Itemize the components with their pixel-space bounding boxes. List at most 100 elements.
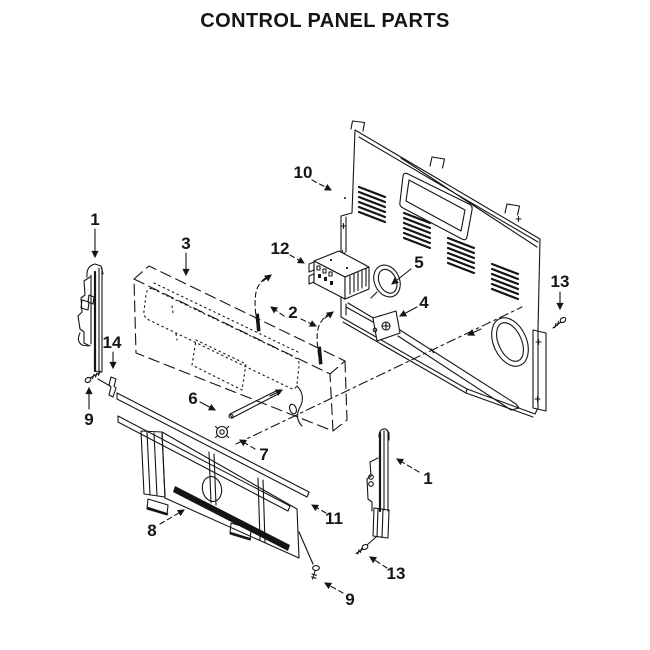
callout-part-12-3: 12: [271, 239, 290, 258]
diagram-title: CONTROL PANEL PARTS: [200, 10, 450, 32]
control-mounting-tabs: [308, 261, 315, 285]
screw-shaft: [355, 547, 364, 555]
callout-part-14-8: 14: [103, 333, 122, 352]
control-panel-part-3: [133, 265, 348, 432]
rail-upper-strip: [116, 392, 310, 498]
nut-part-7: [214, 425, 230, 439]
leader-part-6: [199, 401, 216, 411]
vent-louvers-2: [402, 211, 432, 250]
lens-outer: [373, 264, 401, 298]
panel-front-face: [133, 278, 334, 432]
bracket-rail: [397, 329, 520, 411]
control-rivet: [329, 258, 333, 262]
panel-end-curve: [296, 385, 303, 427]
assembly-centerline: [235, 306, 523, 445]
display-cutout-inner: [405, 179, 466, 232]
lower-panel-foot-right-edge: [229, 531, 252, 541]
callout-part-2-6: 2: [288, 303, 297, 322]
leader-part-4: [399, 306, 418, 317]
panel-window-detail: [191, 339, 247, 391]
rod-head: [228, 413, 234, 419]
control-terminal-block: [349, 268, 367, 295]
right-trim-step-profile: [366, 457, 379, 512]
callout-part-13-15: 13: [387, 564, 406, 583]
leader-part-10: [311, 179, 332, 191]
rod-body: [229, 389, 281, 419]
callout-part-3-1: 3: [181, 234, 190, 253]
leader-part-7: [239, 439, 256, 450]
leader-part-1-right: [396, 458, 420, 473]
callout-part-9-9: 9: [84, 410, 93, 429]
screw-shaft: [310, 570, 318, 580]
leader-part-2-left: [270, 306, 285, 317]
obround-cutout-inner: [496, 322, 524, 362]
clips-part-2: [254, 274, 334, 365]
vent-louvers-1: [357, 185, 387, 224]
screw-projection-line: [298, 531, 314, 565]
lower-panel-hem-band: [173, 486, 290, 551]
left-trim-top-hook: [86, 263, 104, 278]
screw-part-9-left: [84, 370, 111, 387]
nut-inner: [219, 429, 225, 435]
vent-louvers-4: [490, 262, 520, 301]
bracket-screw: [372, 327, 378, 333]
clip-left-curve: [254, 275, 270, 332]
panel-right-face: [332, 360, 348, 432]
rear-panel-part-10: [339, 120, 547, 418]
vent-louvers-3: [446, 236, 476, 275]
control-terminals-outline: [316, 265, 333, 277]
rear-panel-right-flange: [532, 329, 547, 412]
leader-part-13-bottom: [369, 556, 388, 569]
bracket-hole-cross: [381, 321, 391, 331]
leader-arrows: [85, 179, 564, 594]
lower-panel-part-8: [140, 430, 300, 559]
leader-part-8: [159, 509, 185, 525]
rail-lower-strip: [117, 415, 291, 512]
screw-head: [361, 543, 369, 551]
mounting-screw-part-6: [228, 389, 283, 419]
screw-shaft: [552, 320, 562, 329]
right-trim-foot: [372, 507, 390, 539]
nut-outer: [215, 425, 229, 439]
leader-part-11: [311, 504, 327, 514]
rod-arrow: [269, 389, 283, 397]
screw-part-9-bottom: [298, 531, 320, 580]
display-cutout-outer: [399, 172, 473, 241]
left-trim-step-profile: [77, 276, 91, 347]
rear-panel-top-hem: [358, 136, 539, 248]
clip-left-end: [255, 313, 261, 332]
left-end-trim-part-1: [77, 263, 104, 373]
leader-part-5: [391, 268, 412, 285]
lower-panel-foot-left-edge: [146, 506, 169, 516]
right-trim-knob: [368, 474, 374, 480]
callout-part-4-7: 4: [419, 293, 429, 312]
callout-part-13-5: 13: [551, 272, 570, 291]
clip-bracket-part-14: [108, 376, 117, 398]
callout-part-10-2: 10: [294, 163, 313, 182]
screw-projection-line: [97, 378, 111, 387]
screw-part-13-right: [552, 316, 567, 329]
electronic-control-part-12: [308, 250, 370, 300]
right-trim-knob: [368, 481, 374, 487]
screw-part-13-bottom: [355, 536, 377, 555]
lens-tail: [370, 291, 378, 299]
left-trim-detail-boxes: [80, 294, 95, 311]
screw-head: [312, 565, 320, 571]
right-trim-edges: [383, 430, 389, 512]
panel-top-face: [133, 265, 346, 375]
screw-shaft: [89, 370, 101, 380]
lower-panel-oval-hole: [201, 476, 223, 502]
clip-right-end: [317, 346, 323, 365]
leader-part-9-bottom: [324, 582, 344, 594]
rear-panel-outline: [340, 129, 541, 415]
right-end-trim-part-1: [366, 428, 390, 539]
callout-part-5-4: 5: [414, 253, 423, 272]
clip-left-arrow: [262, 274, 272, 282]
oval-lens-part-5: [370, 264, 401, 299]
callout-part-1-0: 1: [90, 210, 99, 229]
leader-part-12: [289, 254, 305, 264]
rear-panel-tabs: [350, 120, 521, 216]
